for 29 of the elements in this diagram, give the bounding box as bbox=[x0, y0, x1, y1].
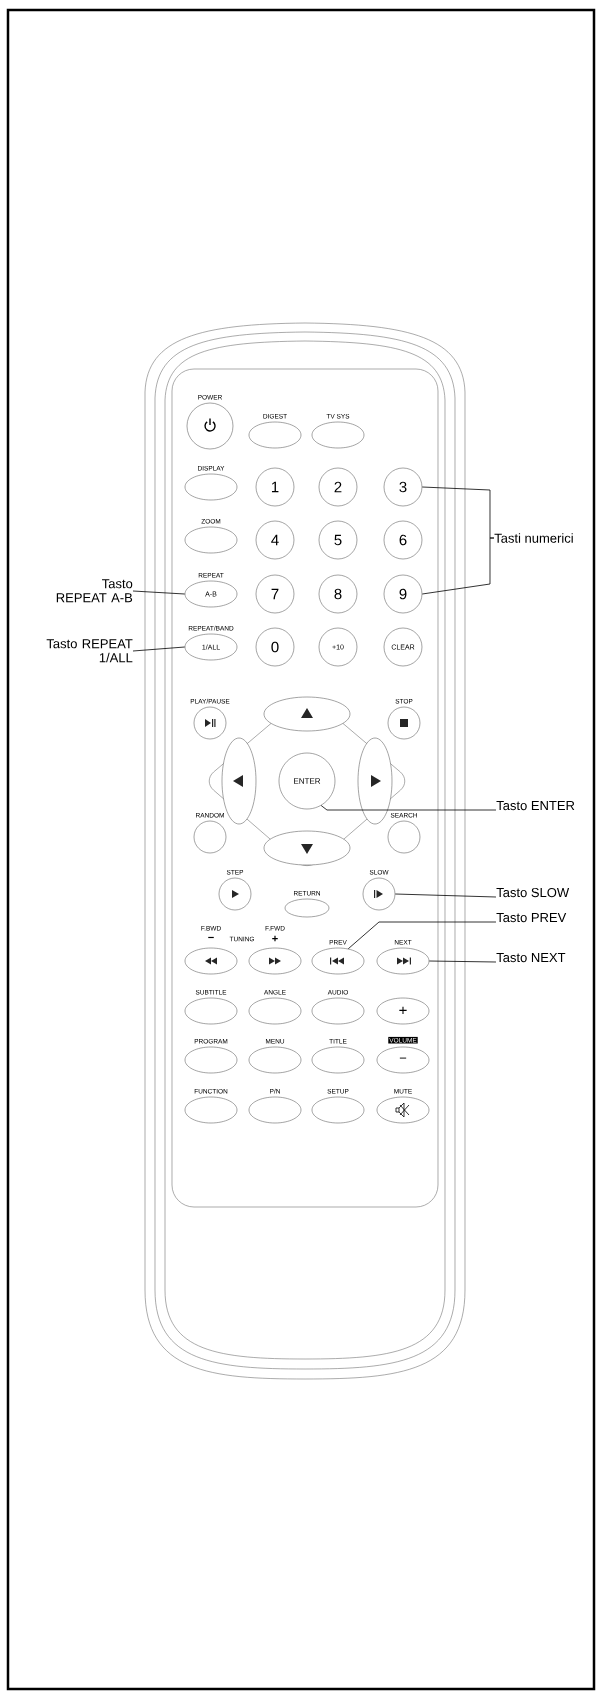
callout-text: Tasto ENTER bbox=[496, 801, 575, 811]
callout-text: Tasti numerici bbox=[494, 533, 573, 543]
button: 2 bbox=[318, 467, 358, 507]
leader-line bbox=[347, 921, 497, 950]
callout-text: Tasto REPEAT 1/ALL bbox=[46, 639, 133, 663]
leader-line bbox=[428, 960, 497, 963]
leader-line bbox=[320, 805, 497, 811]
button: + bbox=[376, 997, 430, 1025]
button: ENTER bbox=[278, 752, 336, 810]
callout-text: Tasto PREV bbox=[496, 913, 567, 923]
callout-text: Tasto NEXT bbox=[496, 953, 566, 963]
button: 9 bbox=[383, 574, 423, 614]
button: 0 bbox=[255, 627, 295, 667]
button-label: − bbox=[208, 936, 214, 939]
button: 8 bbox=[318, 574, 358, 614]
button-label: + bbox=[272, 935, 278, 942]
button: − bbox=[376, 1046, 430, 1074]
button: 1 bbox=[255, 467, 295, 507]
callout-text: Tasto REPEAT A-B bbox=[56, 579, 133, 603]
leader-line bbox=[132, 646, 186, 652]
callout-text: Tasto SLOW bbox=[496, 887, 570, 898]
leader-line bbox=[132, 590, 186, 595]
button: 4 bbox=[255, 520, 295, 560]
button: 5 bbox=[318, 520, 358, 560]
button: 6 bbox=[383, 520, 423, 560]
leader-line bbox=[394, 893, 497, 898]
leader-line bbox=[421, 537, 495, 595]
button: 7 bbox=[255, 574, 295, 614]
button: 3 bbox=[383, 467, 423, 507]
